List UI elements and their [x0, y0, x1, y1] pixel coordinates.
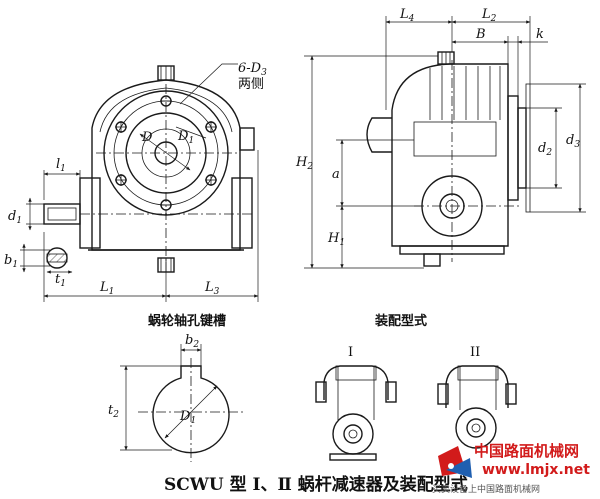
label-D: D: [141, 130, 153, 145]
label-B: B: [475, 27, 486, 42]
label-t2: t2: [108, 403, 119, 420]
label-a: a: [332, 167, 340, 182]
watermark-title: 中国路面机械网: [474, 442, 579, 460]
bore-with-keyway: [152, 365, 230, 454]
label-t1: t1: [55, 272, 66, 289]
front-view: 6-D3 两侧 D D1 l1 d1 b1 t1 L1 L3: [4, 61, 267, 302]
label-roman-2: II: [470, 345, 480, 360]
label-6-d3: 6-D3: [238, 61, 267, 78]
side-view: L4 L2 B k H2 a H1 d2 d3: [295, 7, 586, 269]
figure-caption: SCWU 型 Ⅰ、Ⅱ 蜗杆减速器及装配型式: [164, 474, 468, 495]
assembly-type-2: II: [437, 345, 517, 449]
label-D1-hole: D1: [179, 409, 196, 426]
label-d1: d1: [8, 209, 22, 226]
housing-outline: [91, 79, 241, 251]
label-l1: l1: [56, 157, 66, 174]
label-b1: b1: [4, 253, 18, 270]
heading-assembly: 装配型式: [374, 313, 427, 329]
label-d2: d2: [538, 141, 552, 158]
label-D1: D1: [177, 129, 194, 146]
watermark-url[interactable]: www.lmjx.net: [482, 462, 590, 478]
label-L4: L4: [399, 7, 415, 24]
cooling-fins: [429, 66, 501, 120]
label-d3: d3: [566, 133, 580, 150]
input-shaft: [43, 203, 81, 225]
label-both-sides: 两侧: [238, 77, 264, 92]
bolt-holes: [115, 95, 217, 211]
watermark: 中国路面机械网 www.lmjx.net 买卖设备上中国路面机械网: [432, 442, 590, 495]
keyway-section: b2 t2 D1: [108, 333, 244, 462]
watermark-logo-icon: [438, 446, 472, 478]
heading-keyway: 蜗轮轴孔键槽: [148, 313, 226, 329]
label-H2: H2: [295, 155, 313, 172]
assembly-type-1: I: [315, 345, 397, 461]
label-L1: L1: [99, 280, 114, 297]
label-H1: H1: [327, 231, 345, 248]
label-L3: L3: [204, 280, 220, 297]
label-L2: L2: [481, 7, 497, 24]
watermark-tagline: 买卖设备上中国路面机械网: [432, 483, 540, 495]
label-roman-1: I: [348, 345, 353, 360]
side-boss: [239, 127, 255, 151]
label-b2: b2: [185, 333, 199, 350]
label-k: k: [536, 27, 544, 42]
side-housing: [391, 63, 509, 247]
